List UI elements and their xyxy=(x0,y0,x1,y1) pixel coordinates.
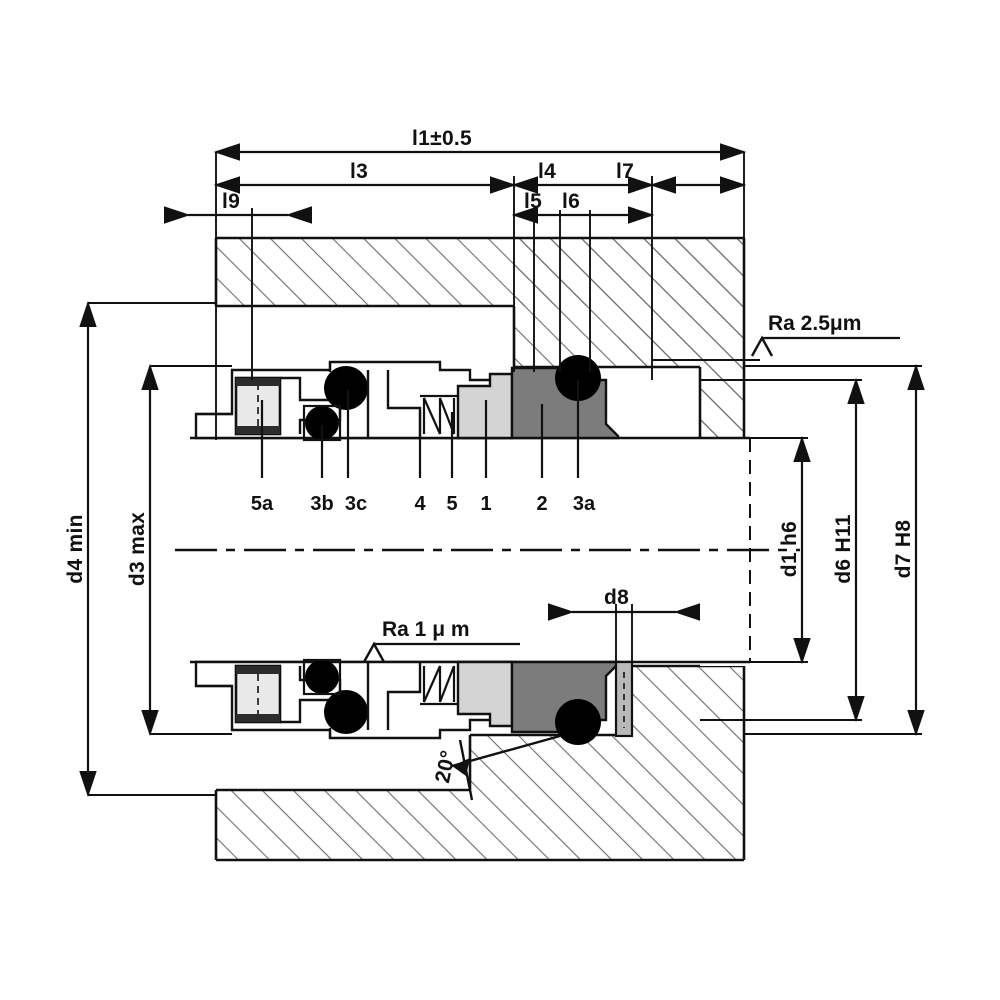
callout-3a: 3a xyxy=(573,493,596,515)
dim-label-l1: l1±0.5 xyxy=(412,127,472,150)
dim-label-l7: l7 xyxy=(616,160,634,183)
dim-d6-h11: d6 H11 xyxy=(832,377,865,723)
housing-lower-body xyxy=(216,666,744,860)
dim-l9: l9 xyxy=(163,190,313,224)
housing-upper-body xyxy=(216,238,744,442)
dim-label-l9: l9 xyxy=(222,190,240,213)
dim-label-d4: d4 min xyxy=(64,514,87,583)
dim-label-l6: l6 xyxy=(562,190,580,213)
dim-label-d6: d6 H11 xyxy=(832,514,855,584)
part-callout-labels: 5a 3b 3c 4 5 1 2 3a xyxy=(251,493,596,515)
callout-2: 2 xyxy=(536,493,547,515)
dim-l3: l3 xyxy=(213,160,517,194)
surface-finish-upper: Ra 2.5μm xyxy=(652,312,900,361)
callout-1: 1 xyxy=(480,493,491,515)
dim-d8: d8 xyxy=(547,586,701,662)
d8-feature xyxy=(614,660,634,738)
callout-5: 5 xyxy=(446,493,457,515)
dim-d4-min: d4 min xyxy=(64,300,97,798)
dim-l4: l4 xyxy=(511,160,655,194)
dim-label-l5: l5 xyxy=(524,190,542,213)
dim-l1: l1±0.5 xyxy=(213,127,747,161)
surface-finish-label-upper: Ra 2.5μm xyxy=(768,312,861,335)
seal-assembly-lower xyxy=(194,658,620,745)
callout-5a: 5a xyxy=(251,493,274,515)
dim-label-d7: d7 H8 xyxy=(892,520,915,579)
dim-label-l4: l4 xyxy=(538,160,556,183)
callout-3c: 3c xyxy=(345,493,367,515)
angle-callout-20deg: 20° xyxy=(431,734,561,801)
extension-lines-right xyxy=(700,365,922,735)
dim-d1-h6: d1 h6 xyxy=(778,435,811,665)
dim-label-d3: d3 max xyxy=(126,512,149,586)
part-callout-leaders xyxy=(260,380,580,478)
surface-finish-lower: Ra 1 μ m xyxy=(362,618,520,663)
dim-l7: l7 xyxy=(616,160,747,194)
dim-d3-max: d3 max xyxy=(126,363,159,737)
dim-label-d1: d1 h6 xyxy=(778,521,801,577)
dim-label-l3: l3 xyxy=(350,160,368,183)
dim-l5-l6: l5 l6 xyxy=(511,190,655,224)
callout-4: 4 xyxy=(414,493,426,515)
surface-finish-label-lower: Ra 1 μ m xyxy=(382,618,470,641)
callout-3b: 3b xyxy=(310,493,333,515)
spring-part-4 xyxy=(420,394,458,435)
dim-label-d8: d8 xyxy=(604,586,629,609)
dim-d7-h8: d7 H8 xyxy=(892,363,925,737)
extension-lines-left xyxy=(88,302,232,796)
